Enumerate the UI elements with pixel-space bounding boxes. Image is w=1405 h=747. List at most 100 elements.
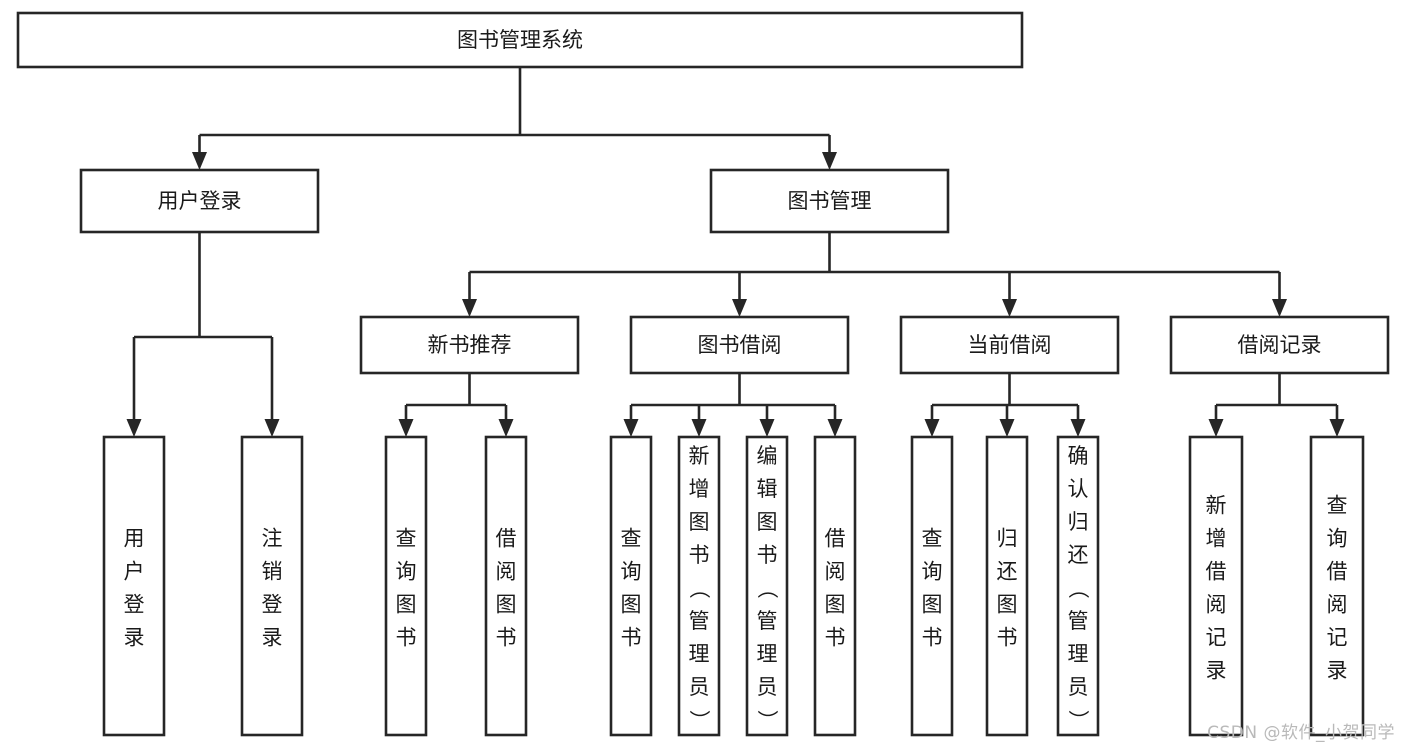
node-label-char: 录	[1206, 659, 1227, 683]
node-box-borrow-records[interactable]	[1169, 315, 1390, 375]
node-label-char: 管	[1068, 609, 1089, 633]
node-user-login[interactable]: 用户登录	[79, 168, 320, 234]
node-label-char: 查	[922, 527, 943, 551]
node-label-char: 阅	[496, 560, 517, 584]
node-box-borrow-query-book[interactable]	[609, 435, 653, 737]
node-label-char: 户	[124, 560, 145, 584]
node-box-book-manage[interactable]	[709, 168, 950, 234]
node-box-root[interactable]	[16, 11, 1024, 69]
node-box-current-return-book[interactable]	[985, 435, 1029, 737]
node-label-char: 询	[396, 560, 417, 584]
node-label-char: 员	[757, 675, 778, 699]
node-box-recommend-query-book[interactable]	[384, 435, 428, 737]
node-box-user-login-login[interactable]	[102, 435, 166, 737]
node-label-char: 归	[997, 527, 1018, 551]
node-label-char: 录	[124, 626, 145, 650]
node-box-records-add-record[interactable]	[1188, 435, 1244, 737]
node-box-book-borrow[interactable]	[629, 315, 850, 375]
node-root[interactable]: 图书管理系统	[16, 11, 1024, 69]
node-label-char: 查	[1327, 494, 1348, 518]
book-borrow-arrow	[623, 419, 639, 437]
node-label-char: 记	[1206, 626, 1227, 650]
node-label-char: 阅	[825, 560, 846, 584]
node-label-char: 图	[757, 510, 778, 534]
node-box-current-confirm-return-admin[interactable]	[1056, 435, 1100, 737]
node-label-char: 书	[496, 626, 517, 650]
node-book-borrow[interactable]: 图书借阅	[629, 315, 850, 375]
node-box-current-query-book[interactable]	[910, 435, 954, 737]
node-label-char: （	[1066, 578, 1090, 599]
node-label-char: 书	[396, 626, 417, 650]
node-label-book-manage: 图书管理	[788, 189, 872, 213]
node-label-user-login-login: 用户登录	[124, 527, 145, 650]
node-label-char: 书	[922, 626, 943, 650]
node-label-char: 图	[496, 593, 517, 617]
node-label-char: 理	[1068, 642, 1089, 666]
node-current-borrow[interactable]: 当前借阅	[899, 315, 1120, 375]
node-label-char: 图	[621, 593, 642, 617]
current-borrow-arrow	[924, 419, 940, 437]
node-label-char: 新	[689, 444, 710, 468]
node-label-char: 借	[825, 527, 846, 551]
new-book-recommend-arrow	[398, 419, 414, 437]
node-box-records-query-record[interactable]	[1309, 435, 1365, 737]
node-box-recommend-borrow-book[interactable]	[484, 435, 528, 737]
book-manage-arrow	[462, 299, 477, 317]
node-label-char: 书	[689, 543, 710, 567]
node-label-current-borrow: 当前借阅	[968, 333, 1052, 357]
book-manage-arrow	[732, 299, 747, 317]
node-label-char: 登	[124, 593, 145, 617]
node-label-char: 登	[262, 593, 283, 617]
node-book-manage[interactable]: 图书管理	[709, 168, 950, 234]
node-label-char: 查	[396, 527, 417, 551]
root-arrow	[192, 152, 207, 170]
node-label-char: 管	[757, 609, 778, 633]
node-box-borrow-edit-book-admin[interactable]	[745, 435, 789, 737]
node-box-user-login[interactable]	[79, 168, 320, 234]
node-label-char: 认	[1068, 477, 1089, 501]
node-box-new-book-recommend[interactable]	[359, 315, 580, 375]
node-label-char: 阅	[1206, 593, 1227, 617]
node-user-login-login[interactable]: 用户登录	[102, 435, 166, 737]
node-new-book-recommend[interactable]: 新书推荐	[359, 315, 580, 375]
node-label-char: 询	[1327, 527, 1348, 551]
node-label-user-login: 用户登录	[158, 189, 242, 213]
book-borrow-arrow	[827, 419, 843, 437]
node-box-borrow-add-book-admin[interactable]	[677, 435, 721, 737]
node-label-char: 书	[997, 626, 1018, 650]
node-box-borrow-borrow-book[interactable]	[813, 435, 857, 737]
node-label-char: 新	[1206, 494, 1227, 518]
node-label-char: ）	[755, 710, 779, 731]
node-label-char: 管	[689, 609, 710, 633]
node-label-char: 借	[496, 527, 517, 551]
node-label-char: （	[687, 578, 711, 599]
node-label-char: （	[755, 578, 779, 599]
node-label-char: 阅	[1327, 593, 1348, 617]
node-label-char: 注	[262, 527, 283, 551]
node-box-current-borrow[interactable]	[899, 315, 1120, 375]
node-label-char: 图	[997, 593, 1018, 617]
node-label-char: 理	[757, 642, 778, 666]
book-manage-arrow	[1272, 299, 1287, 317]
node-label-char: 销	[262, 560, 283, 584]
node-box-user-login-logout[interactable]	[240, 435, 304, 737]
node-borrow-records[interactable]: 借阅记录	[1169, 315, 1390, 375]
